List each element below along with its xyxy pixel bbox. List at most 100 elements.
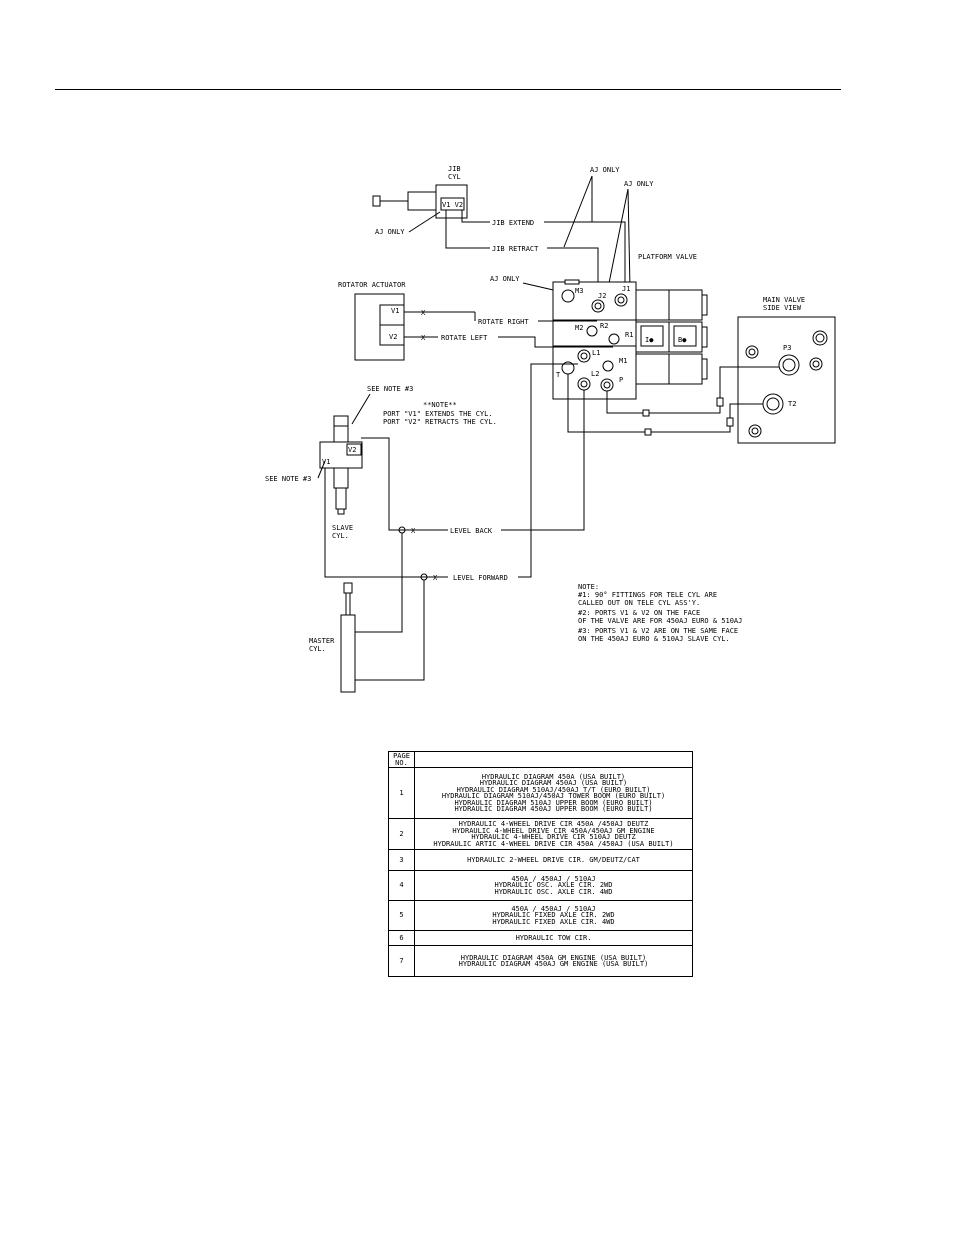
slave-cyl-label-2: CYL. bbox=[332, 532, 349, 540]
table-line: HYDRAULIC FIXED AXLE CIR. 2WD bbox=[492, 911, 615, 920]
svg-text:J1: J1 bbox=[622, 285, 630, 293]
svg-text:M3: M3 bbox=[575, 287, 583, 295]
aj-only-valve-label: AJ ONLY bbox=[490, 275, 520, 283]
table-cell-page: 6 bbox=[388, 930, 415, 946]
main-valve-label-2: SIDE VIEW bbox=[763, 304, 802, 312]
svg-text:T: T bbox=[556, 371, 561, 379]
see-note-left: SEE NOTE #3 bbox=[265, 475, 311, 483]
svg-text:M1: M1 bbox=[619, 357, 627, 365]
table-line: HYDRAULIC DIAGRAM 450AJ GM ENGINE (USA B… bbox=[458, 960, 649, 968]
master-cyl-label-1: MASTER bbox=[309, 637, 335, 645]
slave-cyl-label-1: SLAVE bbox=[332, 524, 353, 532]
jib-cyl-label-2: CYL bbox=[448, 173, 461, 181]
table-row: 6 HYDRAULIC TOW CIR. bbox=[388, 930, 693, 946]
svg-text:V1: V1 bbox=[322, 458, 330, 466]
table-row: 2 HYDRAULIC 4-WHEEL DRIVE CIR 450A /450AJ… bbox=[388, 818, 693, 850]
main-valve-label-1: MAIN VALVE bbox=[763, 296, 805, 304]
svg-text:P: P bbox=[619, 376, 623, 384]
table-line: HYDRAULIC ARTIC 4-WHEEL DRIVE CIR 450A /… bbox=[433, 839, 674, 848]
master-cylinder bbox=[340, 582, 356, 693]
svg-text:X: X bbox=[421, 309, 426, 317]
rotate-right-label: ROTATE RIGHT bbox=[478, 318, 529, 326]
table-header-desc bbox=[414, 751, 693, 768]
svg-text:R2: R2 bbox=[600, 322, 608, 330]
table-line: 450A / 450AJ / 510AJ bbox=[511, 904, 596, 913]
table-cell-page: 5 bbox=[388, 900, 415, 931]
svg-text:#2: PORTS V1 & V2 ON THE FACE: #2: PORTS V1 & V2 ON THE FACE bbox=[578, 609, 700, 617]
svg-text:L2: L2 bbox=[591, 370, 599, 378]
table-cell-page: 4 bbox=[388, 870, 415, 901]
table-cell-page: 1 bbox=[388, 767, 415, 819]
level-back-label: LEVEL BACK bbox=[450, 527, 493, 535]
table-cell-page: 7 bbox=[388, 945, 415, 977]
table-line: HYDRAULIC OSC. AXLE CIR. 4WD bbox=[494, 887, 613, 896]
platform-valve-label: PLATFORM VALVE bbox=[638, 253, 697, 261]
aj-only-right-label: AJ ONLY bbox=[624, 180, 654, 188]
table-line: HYDRAULIC 4-WHEEL DRIVE CIR 450A/450AJ G… bbox=[452, 826, 655, 835]
svg-text:OF THE VALVE ARE FOR 450AJ EUR: OF THE VALVE ARE FOR 450AJ EURO & 510AJ bbox=[578, 617, 742, 625]
table-line: HYDRAULIC 4-WHEEL DRIVE CIR 510AJ DEUTZ bbox=[471, 833, 636, 841]
svg-text:V2: V2 bbox=[389, 333, 397, 341]
rotator-actuator-label: ROTATOR ACTUATOR bbox=[338, 281, 406, 289]
table-cell-description: HYDRAULIC 2-WHEEL DRIVE CIR. GM/DEUTZ/CA… bbox=[414, 849, 693, 871]
table-line: HYDRAULIC 2-WHEEL DRIVE CIR. GM/DEUTZ/CA… bbox=[467, 855, 640, 864]
svg-text:X: X bbox=[411, 527, 416, 535]
jib-cyl-label-1: JIB bbox=[448, 165, 461, 173]
table-line: HYDRAULIC OSC. AXLE CIR. 2WD bbox=[494, 881, 613, 890]
note-title: **NOTE** bbox=[423, 401, 457, 409]
table-line: HYDRAULIC DIAGRAM 450A (USA BUILT) bbox=[481, 772, 626, 781]
table-cell-description: HYDRAULIC 4-WHEEL DRIVE CIR 450A /450AJ … bbox=[414, 818, 693, 850]
svg-text:T2: T2 bbox=[788, 400, 796, 408]
svg-text:V2: V2 bbox=[348, 446, 356, 454]
table-cell-description: HYDRAULIC TOW CIR. bbox=[414, 930, 693, 946]
jib-cylinder: V1 V2 bbox=[372, 184, 468, 219]
jib-retract-label: JIB RETRACT bbox=[492, 245, 539, 253]
note-line-1: PORT "V1" EXTENDS THE CYL. bbox=[383, 410, 493, 418]
svg-text:V1: V1 bbox=[391, 307, 399, 315]
table-cell-page: 2 bbox=[388, 818, 415, 850]
rotate-left-label: ROTATE LEFT bbox=[441, 334, 488, 342]
see-note-top: SEE NOTE #3 bbox=[367, 385, 413, 393]
table-cell-description: HYDRAULIC DIAGRAM 450A GM ENGINE (USA BU… bbox=[414, 945, 693, 977]
note-line-2: PORT "V2" RETRACTS THE CYL. bbox=[383, 418, 497, 426]
platform-valve: I● B● M3 J2 J1 M2 R2 R1 L1 M1 T L2 P bbox=[552, 279, 708, 400]
svg-text:X: X bbox=[433, 574, 438, 582]
table-line: HYDRAULIC DIAGRAM 510AJ UPPER BOOM (EURO… bbox=[454, 798, 653, 807]
header-rule bbox=[55, 89, 841, 90]
table-line: HYDRAULIC DIAGRAM 450AJ (USA BUILT) bbox=[479, 779, 628, 787]
rotator-actuator: V1 V2 bbox=[354, 293, 405, 361]
svg-text:#1: 90° FITTINGS FOR TELE CYL: #1: 90° FITTINGS FOR TELE CYL ARE bbox=[578, 591, 717, 599]
svg-text:CALLED OUT ON TELE CYL ASS'Y.: CALLED OUT ON TELE CYL ASS'Y. bbox=[578, 599, 700, 607]
svg-text:ON THE 450AJ EURO & 510AJ SLAV: ON THE 450AJ EURO & 510AJ SLAVE CYL. bbox=[578, 635, 730, 643]
svg-text:B●: B● bbox=[678, 336, 687, 344]
svg-text:I●: I● bbox=[645, 336, 654, 344]
slave-cylinder: V2 V1 bbox=[319, 415, 363, 515]
table-line: HYDRAULIC DIAGRAM 450A GM ENGINE (USA BU… bbox=[460, 953, 647, 962]
table-cell-description: HYDRAULIC DIAGRAM 450A (USA BUILT)HYDRAU… bbox=[414, 767, 693, 819]
table-line: HYDRAULIC TOW CIR. bbox=[515, 933, 592, 942]
table-line: 450A / 450AJ / 510AJ bbox=[511, 874, 596, 883]
svg-text:J2: J2 bbox=[598, 292, 606, 300]
table-row: 7 HYDRAULIC DIAGRAM 450A GM ENGINE (USA B… bbox=[388, 945, 693, 977]
master-cyl-label-2: CYL. bbox=[309, 645, 326, 653]
table-line: HYDRAULIC DIAGRAM 450AJ UPPER BOOM (EURO… bbox=[454, 805, 653, 813]
hydraulic-schematic: V1 V2 JIB CYL AJ ONLY JIB EXTEND JIB RET… bbox=[265, 165, 836, 693]
main-valve-side-view: P3 T2 bbox=[737, 316, 836, 444]
svg-text:R1: R1 bbox=[625, 331, 633, 339]
table-line: HYDRAULIC 4-WHEEL DRIVE CIR 450A /450AJ … bbox=[458, 820, 649, 828]
aj-only-left-label: AJ ONLY bbox=[375, 228, 405, 236]
bottom-note: NOTE: #1: 90° FITTINGS FOR TELE CYL ARE … bbox=[578, 583, 742, 643]
port-v1-v2-jib: V1 V2 bbox=[442, 201, 463, 209]
table-line: HYDRAULIC FIXED AXLE CIR. 4WD bbox=[492, 917, 615, 926]
table-cell-page: 3 bbox=[388, 849, 415, 871]
svg-text:NOTE:: NOTE: bbox=[578, 583, 599, 591]
level-forward-label: LEVEL FORWARD bbox=[453, 574, 508, 582]
svg-text:P3: P3 bbox=[783, 344, 791, 352]
